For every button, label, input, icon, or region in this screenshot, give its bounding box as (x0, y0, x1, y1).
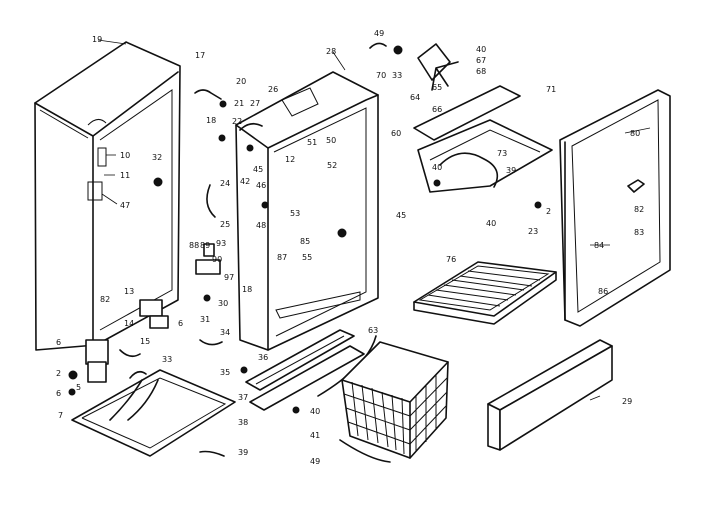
label-88: 88 (189, 241, 199, 250)
label-40a: 40 (310, 407, 320, 416)
label-40b: 40 (476, 45, 486, 54)
label-73: 73 (497, 149, 507, 158)
label-15: 15 (140, 337, 150, 346)
label-33b: 33 (392, 71, 402, 80)
label-31: 31 (200, 315, 210, 324)
label-19: 19 (92, 35, 102, 44)
label-18: 18 (206, 116, 216, 125)
door-panel (559, 89, 671, 327)
crisper-rails (240, 329, 377, 414)
label-45: 45 (253, 165, 263, 174)
label-17: 17 (195, 51, 205, 60)
label-25: 25 (220, 220, 230, 229)
label-87: 87 (277, 253, 287, 262)
label-6c: 6 (56, 389, 61, 398)
label-83: 83 (634, 228, 644, 237)
base-pan (71, 369, 236, 457)
label-46: 46 (256, 181, 266, 190)
label-10: 10 (120, 151, 130, 160)
label-64: 64 (410, 93, 420, 102)
label-90: 90 (212, 255, 222, 264)
label-28: 28 (326, 47, 336, 56)
label-66: 66 (432, 105, 442, 114)
label-65: 65 (432, 83, 442, 92)
label-27: 27 (250, 99, 260, 108)
label-86: 86 (598, 287, 608, 296)
label-85: 85 (300, 237, 310, 246)
label-5: 5 (76, 383, 81, 392)
label-37: 37 (238, 393, 248, 402)
label-41: 41 (310, 431, 320, 440)
label-52: 52 (327, 161, 337, 170)
label-39: 39 (238, 448, 248, 457)
label-22: 22 (232, 117, 242, 126)
label-7: 7 (58, 411, 63, 420)
label-68: 68 (476, 67, 486, 76)
label-2b: 2 (546, 207, 551, 216)
label-23: 23 (528, 227, 538, 236)
label-60: 60 (391, 129, 401, 138)
label-18b: 18 (242, 285, 252, 294)
label-2a: 2 (56, 369, 61, 378)
label-36: 36 (258, 353, 268, 362)
label-35: 35 (220, 368, 230, 377)
label-29: 29 (622, 397, 632, 406)
crisper-cover (487, 339, 613, 451)
label-49b: 49 (374, 29, 384, 38)
label-48: 48 (256, 221, 266, 230)
label-82b: 82 (634, 205, 644, 214)
label-40d: 40 (486, 219, 496, 228)
label-24: 24 (220, 179, 230, 188)
label-12: 12 (285, 155, 295, 164)
upper-hardware (194, 89, 263, 346)
label-33a: 33 (162, 355, 172, 364)
label-21: 21 (234, 99, 244, 108)
label-34: 34 (220, 328, 230, 337)
wire-basket (339, 341, 449, 463)
wire-shelf (413, 261, 557, 325)
label-51: 51 (307, 138, 317, 147)
label-49a: 49 (310, 457, 320, 466)
label-67: 67 (476, 56, 486, 65)
label-26: 26 (268, 85, 278, 94)
label-39b: 39 (506, 166, 516, 175)
label-14: 14 (124, 319, 134, 328)
leader-lines (97, 39, 651, 401)
label-6b: 6 (56, 338, 61, 347)
label-76: 76 (446, 255, 456, 264)
label-45b: 45 (396, 211, 406, 220)
label-82a: 82 (100, 295, 110, 304)
label-55: 55 (302, 253, 312, 262)
label-11: 11 (120, 171, 130, 180)
label-63: 63 (368, 326, 378, 335)
label-93: 93 (216, 239, 226, 248)
evaporator-assembly (369, 42, 553, 209)
label-84: 84 (594, 241, 604, 250)
label-50: 50 (326, 136, 336, 145)
label-13: 13 (124, 287, 134, 296)
label-47: 47 (120, 201, 130, 210)
label-53: 53 (290, 209, 300, 218)
label-32: 32 (152, 153, 162, 162)
lower-left-hardware (68, 299, 225, 457)
label-20: 20 (236, 77, 246, 86)
label-30: 30 (218, 299, 228, 308)
label-40c: 40 (432, 163, 442, 172)
label-70: 70 (376, 71, 386, 80)
label-89: 89 (200, 241, 210, 250)
label-42: 42 (240, 177, 250, 186)
outer-cabinet (34, 41, 181, 351)
label-38: 38 (238, 418, 248, 427)
label-80: 80 (630, 129, 640, 138)
label-71: 71 (546, 85, 556, 94)
inner-liner (206, 71, 379, 351)
label-97: 97 (224, 273, 234, 282)
label-6a: 6 (178, 319, 183, 328)
part-number-labels: 19 17 20 21 18 22 27 26 28 10 11 47 32 4… (56, 29, 644, 466)
